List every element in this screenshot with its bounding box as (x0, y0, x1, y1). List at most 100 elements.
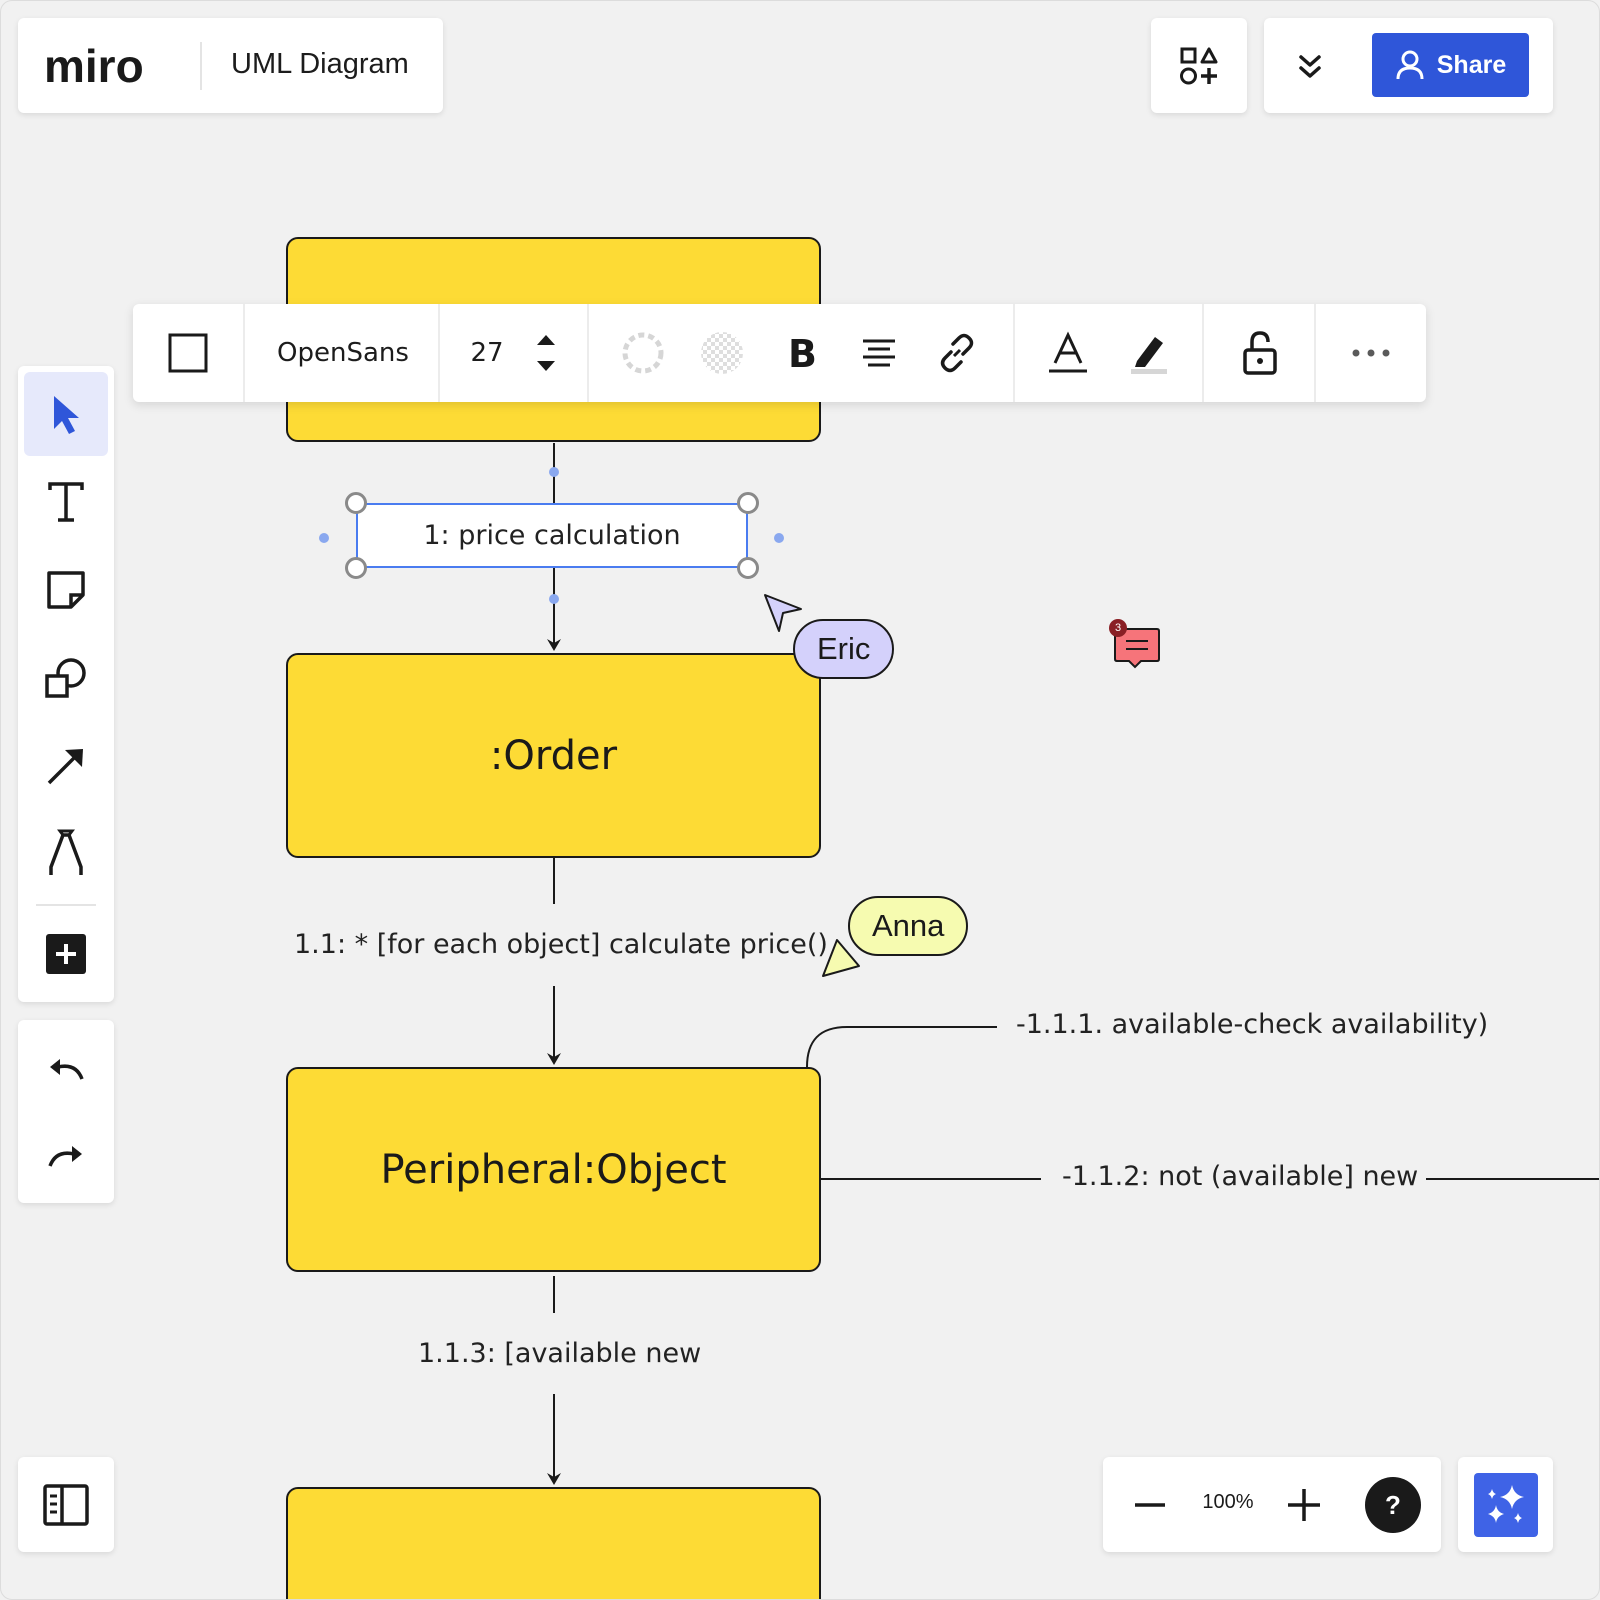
plus-square-icon (46, 934, 86, 974)
miro-logo[interactable]: miro (44, 42, 164, 88)
link-button[interactable] (934, 328, 980, 378)
fill-transparent-icon (701, 332, 743, 374)
font-size-value: 27 (470, 338, 504, 368)
share-label: Share (1436, 50, 1507, 79)
connection-line-tool[interactable] (24, 724, 108, 808)
align-button[interactable] (856, 328, 902, 378)
sticky-note-tool[interactable] (24, 548, 108, 632)
select-tool[interactable] (24, 372, 108, 456)
cursor-label-eric: Eric (793, 619, 895, 679)
highlight-button[interactable] (1125, 328, 1171, 378)
sidebar-panel-icon (43, 1483, 89, 1526)
pen-tool[interactable] (24, 812, 108, 896)
help-button[interactable]: ? (1365, 1477, 1421, 1533)
fill-color-button[interactable] (696, 328, 748, 378)
shape-type-button[interactable] (163, 328, 213, 378)
comment-count-badge: 3 (1109, 619, 1127, 637)
text-color-button[interactable] (1045, 328, 1091, 378)
toolbar-divider (36, 904, 96, 906)
toolbar-divider (587, 304, 589, 402)
connection-point-right[interactable] (774, 533, 784, 543)
toolbar-divider (438, 304, 440, 402)
cursor-label-anna: Anna (848, 896, 969, 956)
uml-node-bottom[interactable] (286, 1487, 821, 1599)
unlock-icon (1243, 331, 1277, 375)
align-center-icon (863, 339, 895, 367)
font-family-value: OpenSans (277, 338, 409, 368)
font-size-input[interactable]: 27 (461, 328, 513, 378)
connection-point-left[interactable] (319, 533, 329, 543)
connection-point-bottom[interactable] (549, 594, 559, 604)
toolbar-divider (1202, 304, 1204, 402)
more-icon (1352, 349, 1390, 357)
more-tools-button[interactable] (24, 912, 108, 996)
plus-icon (1288, 1489, 1320, 1521)
share-button[interactable]: Share (1372, 33, 1529, 97)
board-name[interactable]: UML Diagram (231, 48, 409, 80)
cursor-name-anna: Anna (872, 908, 945, 943)
border-color-button[interactable] (617, 328, 669, 378)
ai-assist-panel (1458, 1457, 1553, 1552)
more-options-button[interactable] (1348, 328, 1394, 378)
message-1-1-3-label[interactable]: 1.1.3: [available new (418, 1338, 702, 1369)
cursor-eric-icon (764, 594, 802, 632)
svg-text:B: B (788, 333, 816, 373)
text-icon (48, 482, 84, 522)
zoom-controls: 100% ? (1103, 1457, 1441, 1552)
comment-count: 3 (1114, 622, 1122, 634)
font-size-stepper[interactable] (529, 328, 563, 378)
redo-button[interactable] (24, 1115, 108, 1199)
lock-button[interactable] (1237, 328, 1283, 378)
help-icon: ? (1385, 1489, 1401, 1520)
ai-assist-button[interactable] (1473, 1472, 1538, 1537)
logo-text: miro (44, 42, 144, 88)
board-panel-button[interactable] (18, 1457, 114, 1552)
message-1-1-1-label[interactable]: -1.1.1. available-check availability) (1016, 1009, 1489, 1040)
resize-handle-top-left[interactable] (345, 492, 367, 514)
zoom-out-button[interactable] (1125, 1480, 1175, 1530)
uml-node-peripheral[interactable]: Peripheral:Object (286, 1067, 821, 1272)
zoom-level[interactable]: 100% (1202, 1491, 1254, 1513)
uml-node-order[interactable]: :Order (286, 653, 821, 858)
font-family-select[interactable]: OpenSans (268, 328, 418, 378)
sticky-note-icon (47, 571, 85, 609)
expand-collaborators-button[interactable] (1286, 43, 1334, 91)
toolbar-divider (1013, 304, 1015, 402)
stepper-arrows-icon (537, 335, 555, 371)
minus-icon (1135, 1503, 1165, 1507)
cursor-icon (54, 396, 79, 434)
bold-icon: B (788, 333, 816, 373)
shapes-apps-icon (1180, 47, 1218, 84)
zoom-in-button[interactable] (1279, 1480, 1329, 1530)
connector-msg111 (806, 1026, 997, 1068)
resize-handle-bottom-left[interactable] (345, 557, 367, 579)
shapes-icon (45, 658, 86, 698)
undo-icon (50, 1059, 84, 1080)
square-shape-icon (168, 333, 208, 373)
border-style-icon (622, 332, 664, 374)
cursor-anna-icon (822, 939, 860, 977)
sparkles-icon (1487, 1484, 1524, 1523)
header-actions: Share (1264, 18, 1553, 113)
shapes-tool[interactable] (24, 636, 108, 720)
apps-button[interactable] (1151, 18, 1247, 113)
link-icon (940, 333, 974, 373)
text-tool[interactable] (24, 460, 108, 544)
user-icon (1396, 50, 1424, 80)
cursor-name-eric: Eric (817, 631, 871, 666)
comment-thread[interactable]: 3 (1107, 619, 1163, 673)
connection-point-top[interactable] (549, 467, 559, 477)
resize-handle-bottom-right[interactable] (737, 557, 759, 579)
message-1-1-2-label[interactable]: -1.1.2: not (available] new (1062, 1161, 1419, 1192)
bold-button[interactable]: B (778, 328, 824, 378)
toolbar-divider (1314, 304, 1316, 402)
message-1-1-label[interactable]: 1.1: * [for each object] calculate price… (294, 929, 828, 960)
arrow-line-icon (47, 749, 83, 785)
message-label-selected[interactable]: 1: price calculation (356, 503, 748, 568)
message-1-text: 1: price calculation (423, 520, 681, 551)
header-divider (200, 42, 202, 90)
resize-handle-top-right[interactable] (737, 492, 759, 514)
undo-button[interactable] (24, 1028, 108, 1112)
